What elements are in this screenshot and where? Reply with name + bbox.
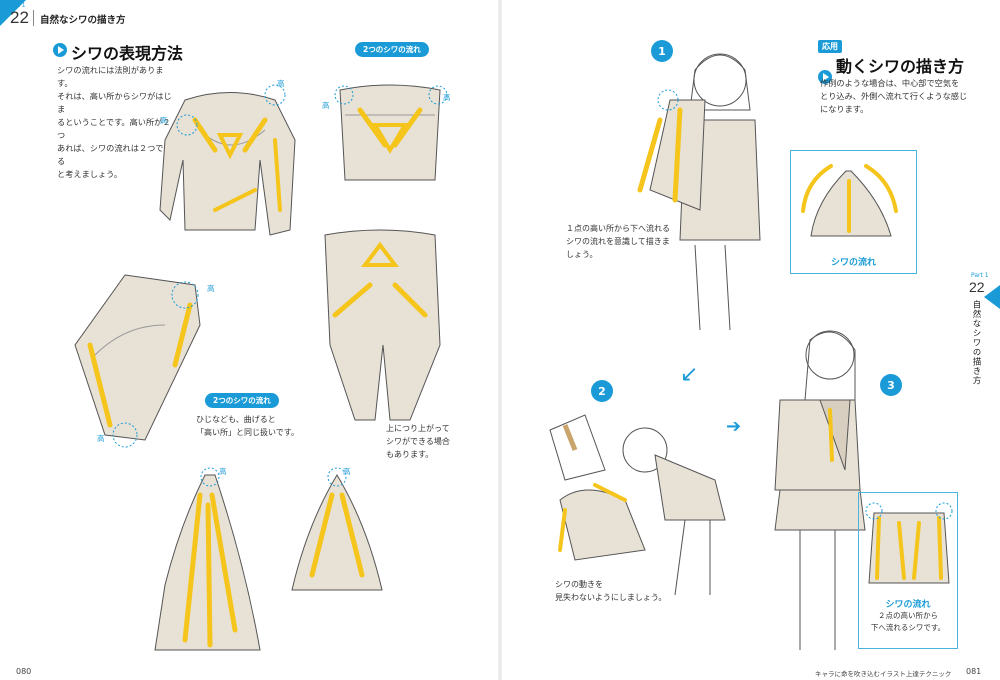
side-part-label: Part 1 bbox=[971, 272, 989, 279]
wrinkle-flow-box-1: シワの流れ bbox=[790, 150, 917, 274]
skirt-illustration bbox=[334, 84, 448, 181]
header-divider bbox=[33, 10, 34, 26]
caption-line: 上につり上がって bbox=[386, 424, 450, 433]
arrow-down-left-icon: ↙ bbox=[680, 362, 699, 387]
book-title-footer: キャラに命を吹き込むイラスト上達テクニック bbox=[815, 670, 952, 678]
caption-line: しょう。 bbox=[566, 250, 598, 259]
sleeve-illustration bbox=[74, 274, 201, 448]
caption-line: 「高い所」と同じ扱いです。 bbox=[196, 428, 299, 437]
caption-line: １点の高い所から下へ流れる bbox=[566, 224, 670, 233]
cloth-flow-diagram bbox=[801, 164, 898, 237]
side-chapter-number: 22 bbox=[969, 279, 985, 295]
intro-text-left: シワの流れには法則があります。 それは、高い所からシワがはじま るということです… bbox=[57, 64, 177, 181]
play-icon bbox=[818, 70, 832, 84]
page-number-right: 081 bbox=[966, 667, 982, 676]
arrow-right-icon: ➔ bbox=[726, 416, 742, 437]
high-label: 高 bbox=[443, 93, 451, 102]
flow-pill-top: 2つのシワの流れ bbox=[355, 42, 429, 57]
intro-line: シワの流れには法則があります。 bbox=[57, 65, 164, 88]
intro-line: 作例のような場合は、中心部で空気を bbox=[820, 78, 960, 88]
caption-line: 下へ流れるシワです。 bbox=[870, 623, 946, 632]
intro-line: あれば、シワの流れは２つできる bbox=[57, 143, 172, 166]
side-tab-marker bbox=[984, 285, 1000, 309]
page-spine bbox=[498, 0, 502, 680]
part-label: Part 1 bbox=[8, 2, 26, 9]
high-label: 高 bbox=[97, 434, 105, 443]
step-number-2: 2 bbox=[591, 380, 613, 402]
wrinkle-flow-box-2: シワの流れ ２点の高い所から 下へ流れるシワです。 bbox=[858, 492, 958, 649]
caption-step1: １点の高い所から下へ流れる シワの流れを意識して描きま しょう。 bbox=[566, 222, 686, 261]
box1-caption: シワの流れ bbox=[830, 258, 876, 268]
high-label: 高 bbox=[343, 467, 351, 476]
hip-caption: 上につり上がって シワができる場合 もあります。 bbox=[386, 422, 466, 461]
chapter-title: 自然なシワの描き方 bbox=[40, 15, 126, 26]
caption-step2: シワの動きを 見失わないようにしましょう。 bbox=[555, 578, 685, 604]
step-number-1: 1 bbox=[651, 40, 673, 62]
girl-bending-illustration bbox=[549, 414, 726, 596]
caption-line: ひじなども、曲げると bbox=[196, 415, 276, 424]
intro-line: るということです。高い所が２つ bbox=[57, 117, 171, 140]
shirt-illustration bbox=[159, 84, 296, 236]
intro-line: とり込み、外側へ流れて行くような感じ bbox=[820, 91, 968, 101]
elbow-caption: ひじなども、曲げると 「高い所」と同じ扱いです。 bbox=[196, 413, 306, 439]
high-label: 高 bbox=[277, 79, 285, 88]
caption-line: もあります。 bbox=[386, 450, 434, 459]
advanced-badge: 応用 bbox=[818, 40, 842, 53]
intro-text-right: 作例のような場合は、中心部で空気を とり込み、外側へ流れて行くような感じ になり… bbox=[820, 77, 980, 116]
hanging-cloth-illustration bbox=[154, 467, 261, 651]
girl-cloth-shoulders-illustration bbox=[774, 330, 866, 650]
box2-caption: シワの流れ bbox=[885, 600, 931, 610]
section-title-right: 動くシワの描き方 bbox=[836, 57, 965, 76]
high-label: 高 bbox=[207, 284, 215, 293]
caption-line: ２点の高い所から bbox=[878, 611, 938, 620]
caption-line: シワの流れを意識して描きま bbox=[566, 237, 670, 246]
play-icon bbox=[53, 43, 67, 57]
caption-line: 見失わないようにしましょう。 bbox=[555, 593, 667, 602]
corner-accent bbox=[0, 0, 26, 26]
intro-line: になります。 bbox=[820, 104, 869, 114]
caption-line: シワの動きを bbox=[555, 580, 603, 589]
flow-pill-mid: 2つのシワの流れ bbox=[205, 393, 279, 408]
draped-cloth-illustration bbox=[291, 467, 383, 591]
intro-line: と考えましょう。 bbox=[57, 169, 123, 179]
hips-illustration bbox=[324, 229, 441, 421]
chapter-number: 22 bbox=[10, 8, 29, 27]
high-label: 高 bbox=[160, 116, 168, 125]
two-point-flow-diagram bbox=[865, 502, 953, 584]
page-number-left: 080 bbox=[16, 667, 32, 676]
step-number-3: 3 bbox=[880, 374, 902, 396]
box2-subcaption: ２点の高い所から 下へ流れるシワです。 bbox=[859, 610, 957, 634]
girl-holding-cloth-illustration bbox=[637, 53, 761, 331]
section-title-left: シワの表現方法 bbox=[71, 44, 184, 63]
caption-line: シワができる場合 bbox=[386, 437, 450, 446]
high-label: 高 bbox=[219, 467, 227, 476]
intro-line: それは、高い所からシワがはじま bbox=[57, 91, 172, 114]
side-chapter-title: 自然なシワの描き方 bbox=[971, 300, 981, 386]
high-label: 高 bbox=[322, 101, 330, 110]
